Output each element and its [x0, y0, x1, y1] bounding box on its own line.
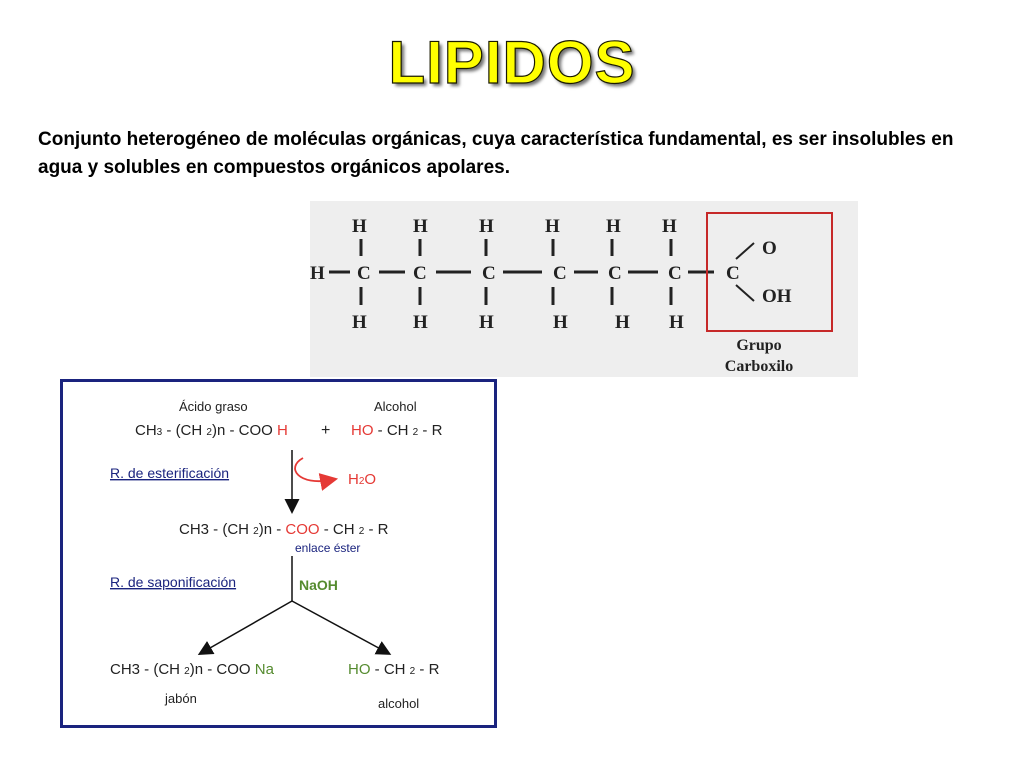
subscript: 2: [253, 526, 259, 537]
atom-c: C: [413, 263, 427, 284]
atom-h: H: [669, 312, 684, 333]
atom-h: H: [352, 216, 367, 237]
alcohol-formula: HO - CH 2 - R: [351, 422, 443, 439]
formula-part: - R: [364, 521, 388, 538]
subscript: 2: [410, 666, 416, 677]
atom-c: C: [668, 263, 682, 284]
atom-h: H: [545, 216, 560, 237]
carboxyl-box: [706, 212, 833, 332]
subscript: 2: [359, 526, 365, 537]
atom-h: H: [413, 216, 428, 237]
plus-sign: +: [321, 422, 330, 439]
alcohol-product-label: alcohol: [378, 696, 419, 711]
saponification-label: R. de saponificación: [110, 574, 236, 590]
slide-title: LIPIDOS: [388, 28, 636, 96]
reaction-diagram: Ácido graso Alcohol CH3 - (CH 2)n - COO …: [60, 379, 497, 728]
formula-part: CH3 - (CH: [179, 521, 253, 538]
subscript: 2: [359, 476, 365, 487]
atom-c: C: [726, 263, 740, 284]
ester-bond-label: enlace éster: [295, 541, 360, 555]
atom-oh: OH: [762, 286, 792, 307]
naoh-label: NaOH: [299, 577, 338, 593]
water-release-arrow: [294, 457, 339, 491]
formula-part: H: [348, 471, 359, 488]
atom-h: H: [662, 216, 677, 237]
formula-part: CH: [135, 422, 157, 439]
formula-part: O: [364, 471, 376, 488]
product-hydroxyl: HO: [348, 661, 371, 678]
fatty-acid-label: Ácido graso: [179, 399, 248, 414]
formula-part: )n -: [259, 521, 286, 538]
carboxyl-label-line2: Carboxilo: [725, 358, 793, 375]
reactants-line: CH3 - (CH 2)n - COO H: [135, 422, 288, 439]
atom-o: O: [762, 238, 777, 259]
ester-group: COO: [285, 521, 319, 538]
ester-formula: CH3 - (CH 2)n - COO - CH 2 - R: [179, 521, 389, 538]
reaction-svg: Ácido graso Alcohol CH3 - (CH 2)n - COO …: [110, 399, 443, 711]
atom-h: H: [553, 312, 568, 333]
sodium: Na: [255, 661, 275, 678]
atom-h: H: [479, 312, 494, 333]
carboxyl-label-line1: Grupo: [736, 337, 781, 354]
atom-c: C: [357, 263, 371, 284]
atom-h: H: [310, 263, 325, 284]
formula-part: )n - COO: [212, 422, 277, 439]
atom-h: H: [352, 312, 367, 333]
atom-c: C: [482, 263, 496, 284]
water-formula: H2O: [348, 471, 376, 488]
formula-part: )n - COO: [190, 661, 255, 678]
alcohol-product-formula: HO - CH 2 - R: [348, 661, 440, 678]
arrow-to-soap: [197, 600, 293, 655]
subscript: 2: [206, 427, 212, 438]
alcohol-hydroxyl: HO: [351, 422, 374, 439]
chain-bonds: [329, 239, 755, 305]
slide-description: Conjunto heterogéneo de moléculas orgáni…: [38, 129, 954, 178]
subscript: 3: [157, 427, 163, 438]
atom-h: H: [615, 312, 630, 333]
atom-c: C: [608, 263, 622, 284]
formula-part: - R: [418, 422, 442, 439]
atom-h: H: [479, 216, 494, 237]
esterification-label: R. de esterificación: [110, 465, 229, 481]
formula-part: - CH: [374, 422, 413, 439]
soap-formula: CH3 - (CH 2)n - COO Na: [110, 661, 275, 678]
atom-h: H: [413, 312, 428, 333]
soap-label: jabón: [164, 691, 197, 706]
subscript: 2: [413, 427, 419, 438]
subscript: 2: [184, 666, 190, 677]
atom-h: H: [606, 216, 621, 237]
carbon-chain-diagram: H H H H H H H C C C C C C C H H H H H H …: [310, 212, 833, 375]
formula-part: - R: [415, 661, 439, 678]
formula-part: CH3 - (CH: [110, 661, 184, 678]
formula-part: - (CH: [162, 422, 206, 439]
formula-part: - CH: [320, 521, 359, 538]
carbon-chain-figure: H H H H H H H C C C C C C C H H H H H H …: [310, 201, 858, 377]
acid-hydrogen: H: [277, 422, 288, 439]
alcohol-label: Alcohol: [374, 399, 417, 414]
atom-c: C: [553, 263, 567, 284]
formula-part: - CH: [371, 661, 410, 678]
arrow-to-alcohol: [291, 600, 392, 655]
